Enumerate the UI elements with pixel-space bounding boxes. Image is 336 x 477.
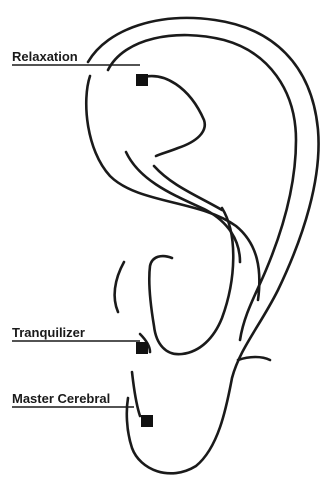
ear-antitragus <box>238 357 270 360</box>
tranquilizer-label: Tranquilizer <box>12 325 85 340</box>
relaxation-point-marker <box>136 74 148 86</box>
master-cerebral-point-marker <box>141 415 153 427</box>
ear-triangular-fossa <box>140 76 205 156</box>
tranquilizer-point-marker <box>136 342 148 354</box>
master-cerebral-label: Master Cerebral <box>12 391 110 406</box>
ear-concha-ridge <box>126 152 240 262</box>
ear-concha-bowl <box>149 208 233 354</box>
relaxation-label: Relaxation <box>12 49 78 64</box>
ear-tragus <box>115 262 124 312</box>
ear-lobe-inner <box>132 372 140 416</box>
